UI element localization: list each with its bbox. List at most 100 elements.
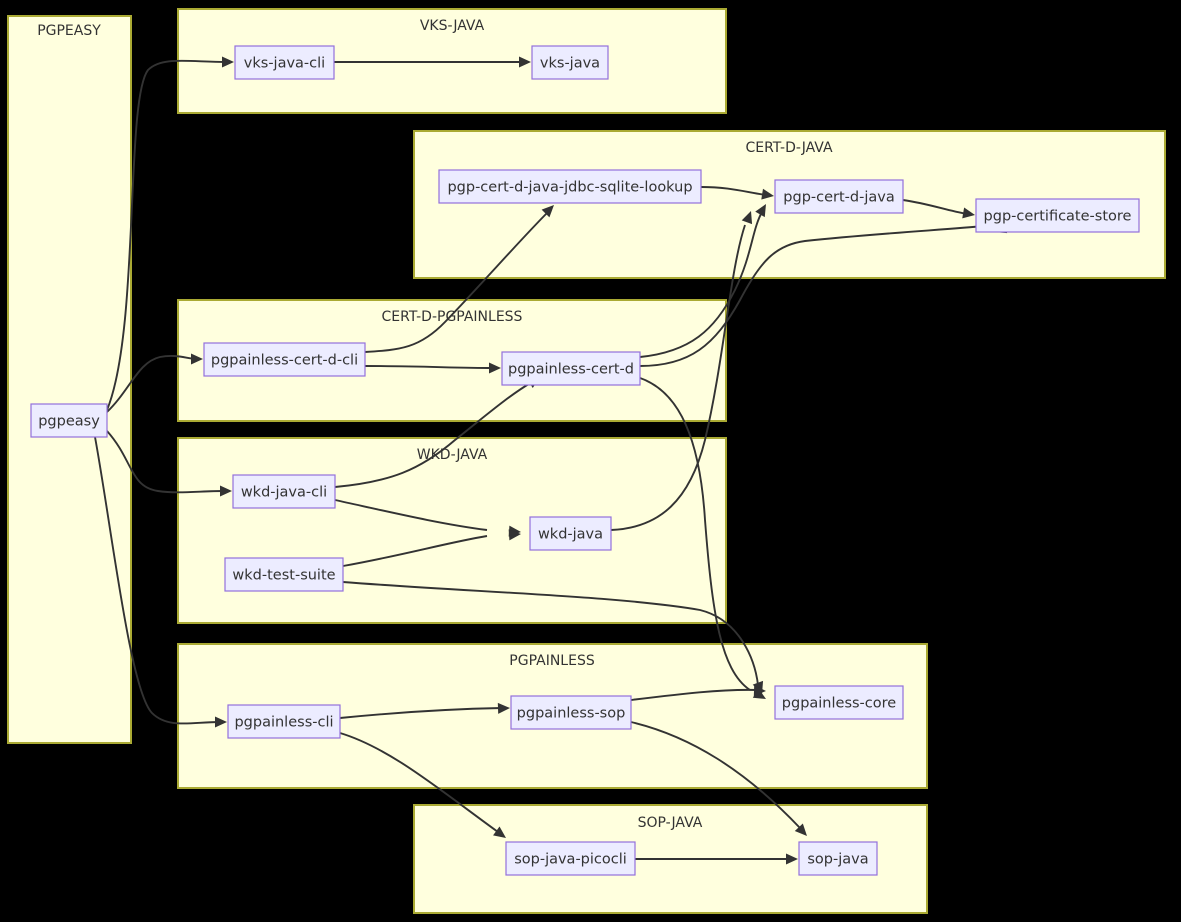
node-label-wkd-test-suite: wkd-test-suite [232, 568, 335, 584]
edge-line [334, 499, 488, 531]
edge-line [610, 224, 746, 531]
node-group: pgpeasy vks-java-cli vks-java pgp-cert-d-ja… [30, 45, 1140, 876]
edge-line [639, 225, 986, 367]
edge-pgpainless-cert-d-cli-to-pgp-cert-d-java-jdbc-sqlite-lookup [364, 205, 554, 353]
edge-line [106, 354, 197, 413]
cluster-label-vks_java: VKS-JAVA [420, 18, 485, 34]
node-pgpainless-cli[interactable]: pgpainless-cli [227, 704, 341, 739]
node-label-pgpainless-sop: pgpainless-sop [517, 706, 626, 722]
arrowhead-icon [215, 716, 227, 728]
edge-sop-java-picocli-to-sop-java [635, 853, 798, 865]
node-box-wkd-java-cli[interactable] [232, 474, 336, 509]
node-box-pgpainless-cert-d-cli[interactable] [203, 342, 366, 377]
edge-wkd-java-to-pgp-cert-d-java [610, 211, 753, 531]
node-label-vks-java-cli: vks-java-cli [244, 56, 325, 72]
node-box-pgp-cert-d-java-jdbc-sqlite-lookup[interactable] [438, 169, 702, 204]
arrowhead-icon [220, 485, 232, 497]
node-box-sop-java[interactable] [798, 841, 878, 876]
node-sop-java[interactable]: sop-java [798, 841, 878, 876]
edge-line [339, 707, 503, 719]
node-box-pgpeasy[interactable] [30, 403, 108, 438]
node-sop-java-picocli[interactable]: sop-java-picocli [505, 841, 636, 876]
edge-line [364, 365, 494, 369]
cluster-label-sop_java: SOP-JAVA [638, 815, 703, 831]
edge-line [364, 211, 549, 353]
node-box-wkd-test-suite[interactable] [224, 557, 344, 592]
node-vks-java[interactable]: vks-java [531, 45, 609, 80]
node-label-pgpainless-cli: pgpainless-cli [234, 715, 333, 731]
arrowhead-icon [794, 823, 807, 836]
edge-line [334, 381, 533, 488]
edge-pgpainless-sop-to-pgpainless-core [630, 685, 766, 701]
node-pgp-cert-d-java-jdbc-sqlite-lookup[interactable]: pgp-cert-d-java-jdbc-sqlite-lookup [438, 169, 702, 204]
node-box-vks-java-cli[interactable] [234, 45, 335, 80]
node-pgp-cert-d-java[interactable]: pgp-cert-d-java [774, 179, 904, 214]
node-box-pgp-certificate-store[interactable] [975, 198, 1140, 233]
node-box-pgpainless-sop[interactable] [510, 695, 632, 730]
edge-line [342, 581, 759, 686]
node-box-pgpainless-cert-d[interactable] [501, 351, 641, 386]
arrowhead-icon [541, 205, 554, 218]
arrowhead-icon [962, 207, 975, 219]
arrowhead-icon [497, 702, 510, 714]
cluster-label-cert_d_java: CERT-D-JAVA [745, 140, 833, 156]
edge-pgpeasy-to-pgpainless-cli [94, 436, 227, 728]
node-box-sop-java-picocli[interactable] [505, 841, 636, 876]
node-pgpainless-core[interactable]: pgpainless-core [774, 685, 904, 720]
arrowhead-icon [753, 685, 766, 697]
arrowhead-icon [222, 56, 234, 68]
cluster-box-wkd_java [177, 437, 727, 624]
edge-line [639, 377, 751, 691]
edge-pgpainless-cli-to-sop-java-picocli [339, 732, 506, 838]
node-label-pgp-cert-d-java-jdbc-sqlite-lookup: pgp-cert-d-java-jdbc-sqlite-lookup [447, 180, 692, 196]
arrowhead-icon [489, 362, 501, 374]
node-pgpainless-cert-d-cli[interactable]: pgpainless-cert-d-cli [203, 342, 366, 377]
node-wkd-java[interactable]: wkd-java [529, 516, 612, 551]
node-label-wkd-java-cli: wkd-java-cli [241, 485, 327, 501]
node-pgpainless-sop[interactable]: pgpainless-sop [510, 695, 632, 730]
node-wkd-test-suite[interactable]: wkd-test-suite [224, 557, 344, 592]
edge-line [630, 688, 759, 701]
node-vks-java-cli[interactable]: vks-java-cli [234, 45, 335, 80]
edge-wkd-test-suite-to-wkd-java [342, 529, 521, 567]
edge-pgpeasy-to-pgpainless-cert-d-cli [106, 353, 203, 413]
node-box-pgpainless-cli[interactable] [227, 704, 341, 739]
cluster-label-cert_d_pgpainless: CERT-D-PGPAINLESS [382, 309, 523, 325]
arrowhead-icon [761, 188, 774, 200]
edge-pgpeasy-to-wkd-java-cli [106, 430, 232, 497]
edge-line [106, 59, 227, 411]
node-pgpeasy[interactable]: pgpeasy [30, 403, 108, 438]
node-label-pgpainless-core: pgpainless-core [782, 696, 896, 712]
edge-pgpainless-cert-d-cli-to-pgpainless-cert-d [364, 362, 501, 374]
arrowhead-icon [755, 204, 766, 218]
cluster-pgpeasy: PGPEASY [7, 15, 132, 744]
edge-line [106, 430, 225, 494]
edge-pgpeasy-to-vks-java-cli [106, 56, 234, 411]
node-pgpainless-cert-d[interactable]: pgpainless-cert-d [501, 351, 641, 386]
edge-pgp-cert-d-java-to-pgp-certificate-store [902, 199, 975, 219]
node-label-sop-java: sop-java [807, 852, 868, 868]
node-label-pgp-certificate-store: pgp-certificate-store [984, 209, 1132, 225]
node-pgp-certificate-store[interactable]: pgp-certificate-store [975, 198, 1140, 233]
node-label-pgpainless-cert-d: pgpainless-cert-d [508, 362, 634, 378]
node-box-wkd-java[interactable] [529, 516, 612, 551]
node-wkd-java-cli[interactable]: wkd-java-cli [232, 474, 336, 509]
node-label-pgpainless-cert-d-cli: pgpainless-cert-d-cli [211, 353, 358, 369]
node-label-pgpeasy: pgpeasy [38, 414, 100, 430]
arrowhead-icon [508, 529, 521, 541]
edge-pgp-cert-d-java-jdbc-sqlite-lookup-to-pgp-cert-d-java [700, 186, 774, 200]
node-label-pgp-cert-d-java: pgp-cert-d-java [783, 190, 894, 206]
node-box-pgpainless-core[interactable] [774, 685, 904, 720]
node-box-vks-java[interactable] [531, 45, 609, 80]
cluster-wkd_java: WKD-JAVA [177, 437, 727, 624]
arrowhead-icon [786, 853, 798, 865]
edge-line [94, 436, 220, 725]
arrowhead-icon [493, 826, 506, 838]
node-box-pgp-cert-d-java[interactable] [774, 179, 904, 214]
edge-line [342, 535, 488, 567]
node-label-sop-java-picocli: sop-java-picocli [514, 852, 627, 868]
node-label-vks-java: vks-java [540, 56, 600, 72]
edge-pgpainless-cli-to-pgpainless-sop [339, 702, 510, 719]
